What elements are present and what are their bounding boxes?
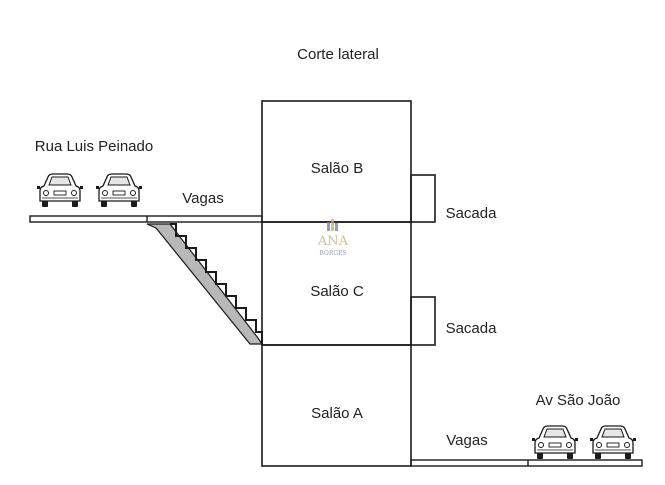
- floor-salao-a: [261, 344, 412, 467]
- car-icon: [95, 173, 143, 208]
- street-bottom-label: Av São João: [536, 392, 621, 409]
- building: [261, 100, 436, 467]
- watermark-line1: ANA: [317, 234, 349, 249]
- room-b-label: Salão B: [311, 160, 364, 177]
- watermark-line2: BORGES: [319, 250, 346, 257]
- car-icon: [531, 425, 579, 460]
- stair-ramp: [146, 223, 264, 345]
- stair-steps: [170, 223, 263, 345]
- room-a-label: Salão A: [311, 405, 363, 422]
- lower-street-slab: [410, 459, 643, 467]
- upper-ground: [29, 215, 263, 223]
- lower-ground: [410, 459, 643, 467]
- watermark-logo: ANA BORGES: [317, 219, 349, 257]
- car-icon: [36, 173, 84, 208]
- car-icon: [589, 425, 637, 460]
- room-c-label: Salão C: [310, 283, 364, 300]
- balcony-lower: [410, 296, 436, 346]
- balcony-lower-label: Sacada: [446, 320, 498, 337]
- staircase: [146, 223, 264, 345]
- balcony-upper: [410, 174, 436, 223]
- balcony-upper-label: Sacada: [446, 205, 498, 222]
- parking-bottom-label: Vagas: [446, 432, 487, 449]
- diagram-title: Corte lateral: [297, 46, 379, 63]
- street-top-label: Rua Luis Peinado: [35, 138, 153, 155]
- upper-street-slab: [29, 215, 263, 223]
- parking-top-label: Vagas: [182, 190, 223, 207]
